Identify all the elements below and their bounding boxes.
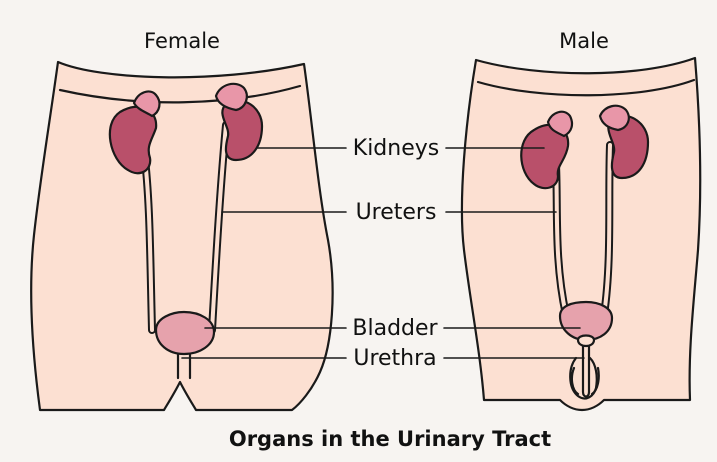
figure-title: Organs in the Urinary Tract xyxy=(229,427,551,451)
bladder-label: Bladder xyxy=(352,316,438,341)
kidneys-label: Kidneys xyxy=(353,136,439,161)
male-bladder xyxy=(560,302,612,340)
male-prostate xyxy=(578,336,594,347)
female-bladder xyxy=(156,312,214,354)
male-label: Male xyxy=(559,29,609,53)
ureters-label: Ureters xyxy=(356,200,437,225)
urethra-label: Urethra xyxy=(353,346,436,371)
female-label: Female xyxy=(144,29,220,53)
